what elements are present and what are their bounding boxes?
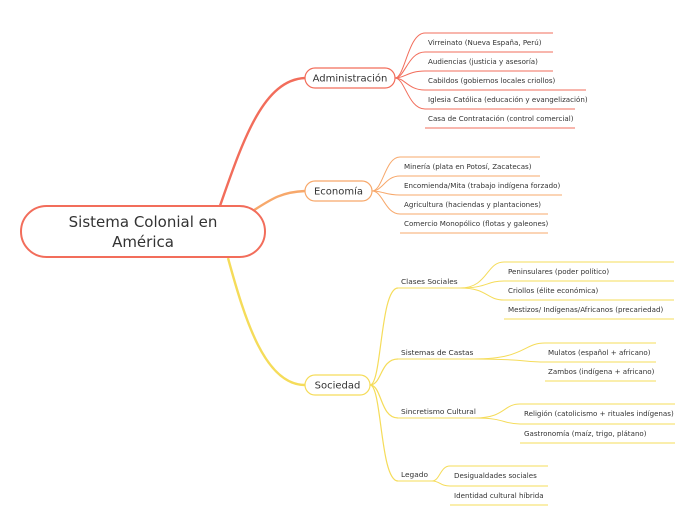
list-item[interactable]: Audiencias (justicia y asesoría) bbox=[428, 57, 538, 66]
subtopic-clases-sociales[interactable]: Clases Sociales bbox=[401, 277, 458, 286]
subtopic-sincretismo[interactable]: Sincretismo Cultural bbox=[401, 407, 476, 416]
list-item[interactable]: Mestizos/ Indígenas/Africanos (precaried… bbox=[508, 305, 663, 314]
underlines bbox=[398, 32, 675, 506]
connector-root-economia bbox=[247, 189, 306, 216]
root-node[interactable]: Sistema Colonial en América bbox=[20, 205, 266, 258]
list-item[interactable]: Mulatos (español + africano) bbox=[548, 348, 651, 357]
list-item[interactable]: Comercio Monopólico (flotas y galeones) bbox=[404, 219, 549, 228]
topic-sociedad-label: Sociedad bbox=[315, 381, 361, 392]
sociedad-items: Peninsulares (poder político) Criollos (… bbox=[454, 267, 674, 500]
topic-economia[interactable]: Economía bbox=[304, 180, 373, 202]
topic-economia-label: Economía bbox=[314, 186, 363, 198]
list-item[interactable]: Desigualdades sociales bbox=[454, 471, 537, 480]
connector-root-sociedad bbox=[226, 257, 306, 387]
list-item[interactable]: Identidad cultural híbrida bbox=[454, 491, 544, 500]
root-title-line2: América bbox=[112, 233, 174, 251]
list-item[interactable]: Iglesia Católica (educación y evangeliza… bbox=[428, 95, 588, 104]
topic-administracion[interactable]: Administración bbox=[304, 67, 396, 89]
list-item[interactable]: Virreinato (Nueva España, Perú) bbox=[428, 38, 542, 47]
connector-root-administracion bbox=[213, 76, 306, 221]
topic-sociedad[interactable]: Sociedad bbox=[304, 374, 371, 396]
list-item[interactable]: Gastronomía (maíz, trigo, plátano) bbox=[524, 429, 647, 438]
subtopic-sistemas-castas[interactable]: Sistemas de Castas bbox=[401, 348, 474, 357]
root-title-line1: Sistema Colonial en bbox=[69, 213, 218, 231]
administracion-items: Virreinato (Nueva España, Perú) Audienci… bbox=[428, 38, 588, 123]
list-item[interactable]: Agricultura (haciendas y plantaciones) bbox=[404, 200, 541, 209]
list-item[interactable]: Zambos (indígena + africano) bbox=[548, 367, 655, 376]
list-item[interactable]: Criollos (élite económica) bbox=[508, 286, 598, 295]
list-item[interactable]: Encomienda/Mita (trabajo indígena forzad… bbox=[404, 181, 560, 190]
subtopic-legado[interactable]: Legado bbox=[401, 470, 428, 479]
list-item[interactable]: Minería (plata en Potosí, Zacatecas) bbox=[404, 162, 532, 171]
topic-administracion-label: Administración bbox=[313, 73, 388, 85]
economia-items: Minería (plata en Potosí, Zacatecas) Enc… bbox=[404, 162, 560, 228]
sociedad-subtopics: Clases Sociales Sistemas de Castas Sincr… bbox=[401, 277, 476, 479]
list-item[interactable]: Religión (catolicismo + rituales indígen… bbox=[524, 409, 674, 418]
connectors bbox=[213, 32, 546, 487]
list-item[interactable]: Casa de Contratación (control comercial) bbox=[428, 114, 574, 123]
list-item[interactable]: Peninsulares (poder político) bbox=[508, 267, 609, 276]
list-item[interactable]: Cabildos (gobiernos locales criollos) bbox=[428, 76, 556, 85]
